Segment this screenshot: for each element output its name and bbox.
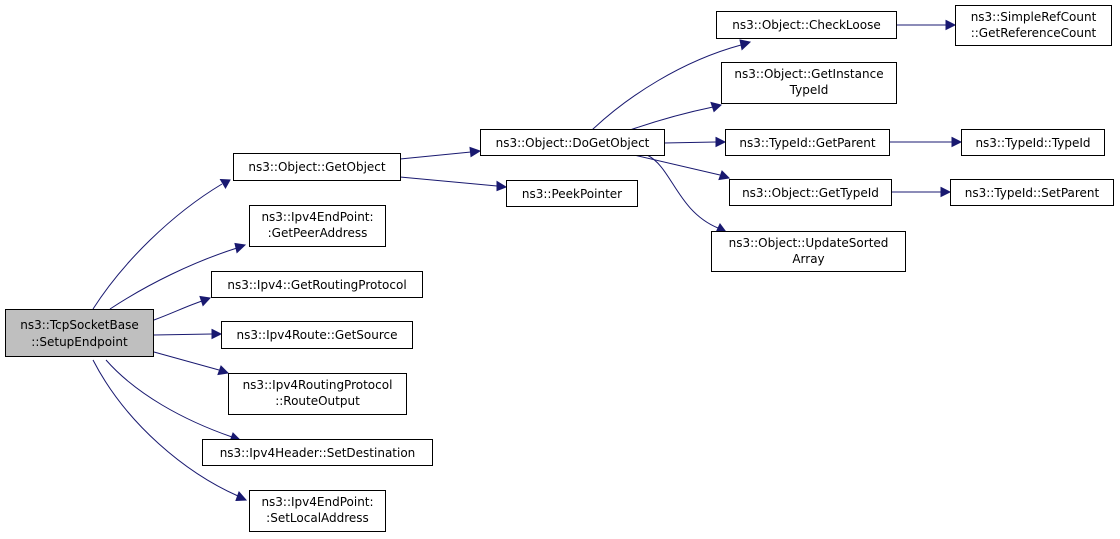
node-label-line: :SetLocalAddress bbox=[266, 511, 369, 525]
edge-root-to-getpeeraddress bbox=[109, 242, 247, 310]
node-label-line: ns3::TcpSocketBase bbox=[20, 318, 138, 332]
node-label-line: ::SetupEndpoint bbox=[31, 335, 128, 349]
node-object-getobject[interactable]: ns3::Object::GetObject bbox=[233, 153, 401, 181]
node-label-line: TypeId bbox=[789, 83, 829, 97]
node-ipv4endpoint-setlocaladdress[interactable]: ns3::Ipv4EndPoint: :SetLocalAddress bbox=[249, 490, 386, 532]
edge-getparent-to-typeid bbox=[889, 136, 963, 148]
node-label-line: ns3::TypeId::TypeId bbox=[975, 136, 1090, 150]
node-label-line: ::GetReferenceCount bbox=[971, 26, 1097, 40]
node-ipv4-getroutingprotocol[interactable]: ns3::Ipv4::GetRoutingProtocol bbox=[211, 271, 423, 298]
edge-root-to-getsource bbox=[153, 328, 223, 340]
node-label-line: ns3::Ipv4Route::GetSource bbox=[237, 328, 398, 342]
node-object-dogetobject[interactable]: ns3::Object::DoGetObject bbox=[480, 129, 665, 156]
node-typeid-getparent[interactable]: ns3::TypeId::GetParent bbox=[725, 129, 890, 156]
node-typeid-setparent[interactable]: ns3::TypeId::SetParent bbox=[950, 179, 1114, 206]
node-label-line: ::RouteOutput bbox=[275, 394, 360, 408]
node-label-line: :GetPeerAddress bbox=[268, 226, 368, 240]
node-label-line: ns3::Object::CheckLoose bbox=[732, 18, 880, 32]
edge-dogetobject-to-gettypeid bbox=[633, 154, 731, 181]
node-object-gettypeid[interactable]: ns3::Object::GetTypeId bbox=[729, 179, 892, 206]
node-label-line: ns3::Ipv4EndPoint: bbox=[261, 495, 373, 509]
node-label-line: ns3::Object::DoGetObject bbox=[496, 136, 650, 150]
node-label-line: ns3::Object::GetTypeId bbox=[742, 186, 879, 200]
edge-getobject-to-peekpointer bbox=[399, 176, 508, 192]
node-label-line: ns3::Ipv4RoutingProtocol bbox=[243, 378, 393, 392]
edge-root-to-setlocaladdress bbox=[92, 359, 248, 502]
edge-root-to-getobject bbox=[92, 178, 231, 310]
node-object-getinstancetypeid[interactable]: ns3::Object::GetInstance TypeId bbox=[721, 62, 897, 104]
node-label-line: ns3::Object::GetObject bbox=[248, 160, 386, 174]
node-tcpsocketbase-setupendpoint[interactable]: ns3::TcpSocketBase ::SetupEndpoint bbox=[5, 309, 154, 357]
edge-dogetobject-to-updatesortedarray bbox=[646, 154, 727, 234]
node-label-line: ns3::PeekPointer bbox=[522, 187, 622, 201]
edge-root-to-getroutingprotocol bbox=[153, 295, 212, 321]
node-ipv4routingprotocol-routeoutput[interactable]: ns3::Ipv4RoutingProtocol ::RouteOutput bbox=[228, 373, 407, 415]
node-label-line: ns3::TypeId::SetParent bbox=[965, 186, 1100, 200]
edge-dogetobject-to-getparent bbox=[663, 136, 727, 148]
node-label-line: ns3::Ipv4::GetRoutingProtocol bbox=[227, 278, 406, 292]
node-ipv4route-getsource[interactable]: ns3::Ipv4Route::GetSource bbox=[221, 321, 413, 349]
node-ipv4header-setdestination[interactable]: ns3::Ipv4Header::SetDestination bbox=[202, 439, 433, 466]
edge-dogetobject-to-checkloose bbox=[591, 39, 752, 131]
node-typeid-typeid[interactable]: ns3::TypeId::TypeId bbox=[961, 129, 1105, 156]
node-label-line: ns3::Object::GetInstance bbox=[734, 67, 883, 81]
edge-gettypeid-to-setparent bbox=[892, 186, 952, 198]
node-simplerefcount-getreferencecount[interactable]: ns3::SimpleRefCount ::GetReferenceCount bbox=[955, 5, 1112, 46]
node-label-line: ns3::TypeId::GetParent bbox=[739, 136, 875, 150]
node-label-line: ns3::Ipv4EndPoint: bbox=[261, 210, 373, 224]
edge-dogetobject-to-getinstancetypeid bbox=[629, 101, 723, 131]
edge-checkloose-to-getreferencecount bbox=[896, 19, 957, 31]
node-object-updatesortedarray[interactable]: ns3::Object::UpdateSorted Array bbox=[711, 231, 906, 272]
node-peekpointer[interactable]: ns3::PeekPointer bbox=[506, 180, 638, 207]
edge-getobject-to-dogetobject bbox=[399, 146, 482, 160]
node-label-line: ns3::SimpleRefCount bbox=[971, 10, 1097, 24]
edge-root-to-routeoutput bbox=[153, 351, 230, 376]
node-label-line: ns3::Ipv4Header::SetDestination bbox=[220, 446, 416, 460]
node-ipv4endpoint-getpeeraddress[interactable]: ns3::Ipv4EndPoint: :GetPeerAddress bbox=[249, 205, 386, 247]
node-label-line: Array bbox=[792, 252, 824, 266]
node-object-checkloose[interactable]: ns3::Object::CheckLoose bbox=[716, 11, 897, 39]
node-label-line: ns3::Object::UpdateSorted bbox=[729, 236, 889, 250]
